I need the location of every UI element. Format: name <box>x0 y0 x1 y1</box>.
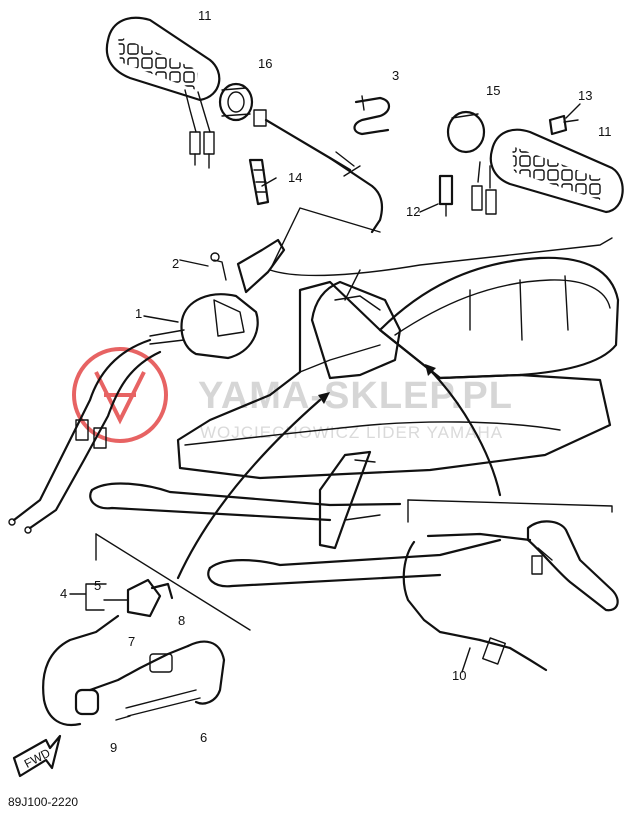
screw-13 <box>548 114 579 136</box>
callout-15: 15 <box>486 83 500 98</box>
watermark-logo <box>72 347 168 443</box>
callout-4: 4 <box>60 586 67 601</box>
callout-2: 2 <box>172 256 179 271</box>
grip-cap-15 <box>446 110 486 154</box>
snowmobile-illustration <box>89 256 620 588</box>
callout-9: 9 <box>110 740 117 755</box>
stop-switch-assembly <box>42 578 226 727</box>
callout-11-right: 11 <box>598 124 612 139</box>
forward-arrow-icon: FWD <box>12 734 62 778</box>
callout-14: 14 <box>288 170 302 185</box>
figure-code: 89J100-2220 <box>8 795 78 809</box>
right-grip <box>471 128 624 215</box>
pointer-arrows <box>176 364 502 580</box>
throttle-cables-left <box>8 338 162 534</box>
throttle-ring <box>218 82 254 122</box>
watermark-title: YAMA-SKLEP.PL <box>198 375 513 417</box>
callout-1: 1 <box>135 306 142 321</box>
callout-11-left: 11 <box>198 8 212 23</box>
terminal-14 <box>248 158 270 206</box>
fwd-label: FWD <box>22 746 53 771</box>
watermark: YAMA-SKLEP.PL WOJCIECHOWICZ LIDER YAMAHA <box>72 347 513 443</box>
callout-7: 7 <box>128 634 135 649</box>
wire-clip <box>353 95 391 136</box>
throttle-housing <box>149 238 286 360</box>
callout-6: 6 <box>200 730 207 745</box>
brake-cable-lever <box>402 520 619 672</box>
left-grip <box>105 16 221 169</box>
callout-labels: 11 16 3 15 13 11 14 12 2 1 4 5 7 8 10 6 … <box>60 8 612 755</box>
callout-13: 13 <box>578 88 592 103</box>
throttle-cable-top <box>253 109 383 234</box>
callout-12: 12 <box>406 204 420 219</box>
connector-12 <box>438 174 454 217</box>
watermark-subtitle: WOJCIECHOWICZ LIDER YAMAHA <box>200 423 503 442</box>
callout-10: 10 <box>452 668 466 683</box>
callout-8: 8 <box>178 613 185 628</box>
callout-16: 16 <box>258 56 272 71</box>
callout-3: 3 <box>392 68 399 83</box>
leader-lines <box>95 207 613 631</box>
callout-5: 5 <box>94 578 101 593</box>
